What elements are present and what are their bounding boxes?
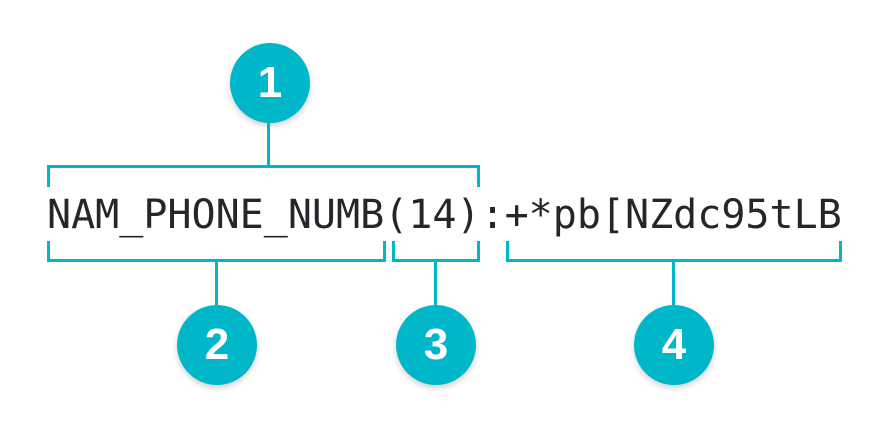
callout-2-number: 2 bbox=[204, 320, 230, 369]
callout-3-number: 3 bbox=[423, 320, 449, 369]
token-value-segment: +*pb[NZdc95tLB bbox=[504, 192, 842, 238]
callout-2-badge: 2 bbox=[177, 305, 257, 385]
token-name-segment: NAM_PHONE_NUMB bbox=[47, 192, 385, 238]
callout-4-connector-line bbox=[672, 262, 675, 305]
token-length-segment: (14) bbox=[384, 192, 481, 238]
name-bottom-bracket bbox=[47, 241, 386, 262]
length-bottom-bracket bbox=[392, 241, 480, 262]
value-bottom-bracket bbox=[506, 241, 842, 262]
callout-3-badge: 3 bbox=[396, 305, 476, 385]
token-separator: : bbox=[480, 192, 505, 238]
name-and-length-top-bracket bbox=[47, 165, 480, 187]
callout-1-badge: 1 bbox=[230, 43, 310, 123]
callout-3-connector-line bbox=[434, 262, 437, 305]
callout-1-connector-line bbox=[267, 123, 270, 165]
callout-4-number: 4 bbox=[661, 320, 687, 369]
callout-2-connector-line bbox=[215, 262, 218, 305]
callout-1-number: 1 bbox=[257, 58, 283, 107]
callout-4-badge: 4 bbox=[634, 305, 714, 385]
token-string: NAM_PHONE_NUMB(14):+*pb[NZdc95tLB bbox=[47, 191, 842, 239]
